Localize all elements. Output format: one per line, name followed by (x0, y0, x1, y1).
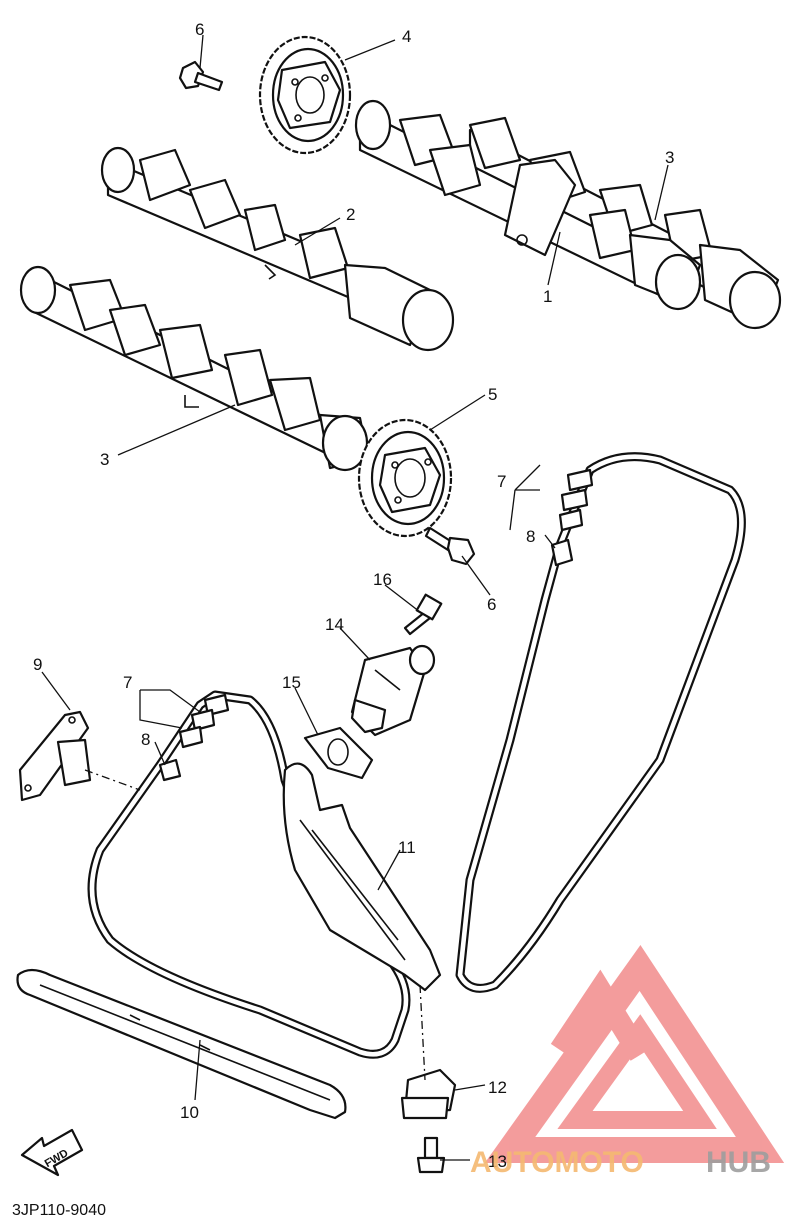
chain-tensioner-14 (350, 644, 436, 737)
watermark-logo (484, 945, 785, 1163)
callout-9: 9 (33, 655, 42, 674)
callout-13: 13 (488, 1152, 507, 1171)
callout-5: 5 (488, 385, 497, 404)
callout-7-right: 7 (497, 472, 506, 491)
diagram-code: 3JP110-9040 (12, 1202, 106, 1219)
callout-3-right: 3 (665, 148, 674, 167)
callout-8-right: 8 (526, 527, 535, 546)
chain-link-7-right (558, 468, 594, 532)
callout-6-top: 6 (195, 20, 204, 39)
cam-sprocket-5 (357, 418, 453, 538)
callout-7-left: 7 (123, 673, 132, 692)
chain-clip-8-left (158, 758, 182, 782)
callout-11: 11 (398, 838, 416, 857)
callout-3-left: 3 (100, 450, 109, 469)
bolt-6-bottom (424, 526, 476, 566)
watermark-word-b: HUB (706, 1146, 771, 1179)
watermark-text: AUTOMOTO HUB (470, 1146, 771, 1179)
leader-lines (41, 34, 669, 1161)
callout-14: 14 (325, 615, 344, 634)
callout-15: 15 (282, 673, 301, 692)
camshaft-2 (100, 146, 455, 352)
bolt-6-top (178, 60, 224, 92)
callout-16: 16 (373, 570, 392, 589)
chain-guide-11 (282, 762, 442, 992)
callouts: 1 2 3 3 4 5 6 6 7 7 8 8 9 10 11 12 13 14… (33, 20, 674, 1171)
camshaft-1 (354, 99, 702, 311)
callout-4: 4 (402, 27, 411, 46)
stopper-12 (400, 1068, 457, 1120)
timing-chain-right (455, 452, 746, 993)
chain-link-7-left (178, 693, 230, 749)
forward-arrow-icon: FWD (20, 1128, 84, 1177)
chain-clip-8-right (550, 538, 574, 567)
gasket-15 (303, 726, 374, 780)
bracket-9 (18, 710, 92, 802)
callout-2: 2 (346, 205, 355, 224)
bolt-16 (403, 593, 443, 636)
chain-guide-10 (16, 968, 347, 1120)
callout-8-left: 8 (141, 730, 150, 749)
cam-sprocket-4 (258, 35, 352, 155)
callout-12: 12 (488, 1078, 507, 1097)
timing-chain-left (87, 690, 411, 1059)
callout-10: 10 (180, 1103, 199, 1122)
callout-1: 1 (543, 287, 552, 306)
callout-6-bottom: 6 (487, 595, 496, 614)
bolt-13 (416, 1136, 446, 1174)
camshaft-3-left (19, 265, 370, 472)
watermark-word-a: AUTOMOTO (470, 1146, 644, 1179)
